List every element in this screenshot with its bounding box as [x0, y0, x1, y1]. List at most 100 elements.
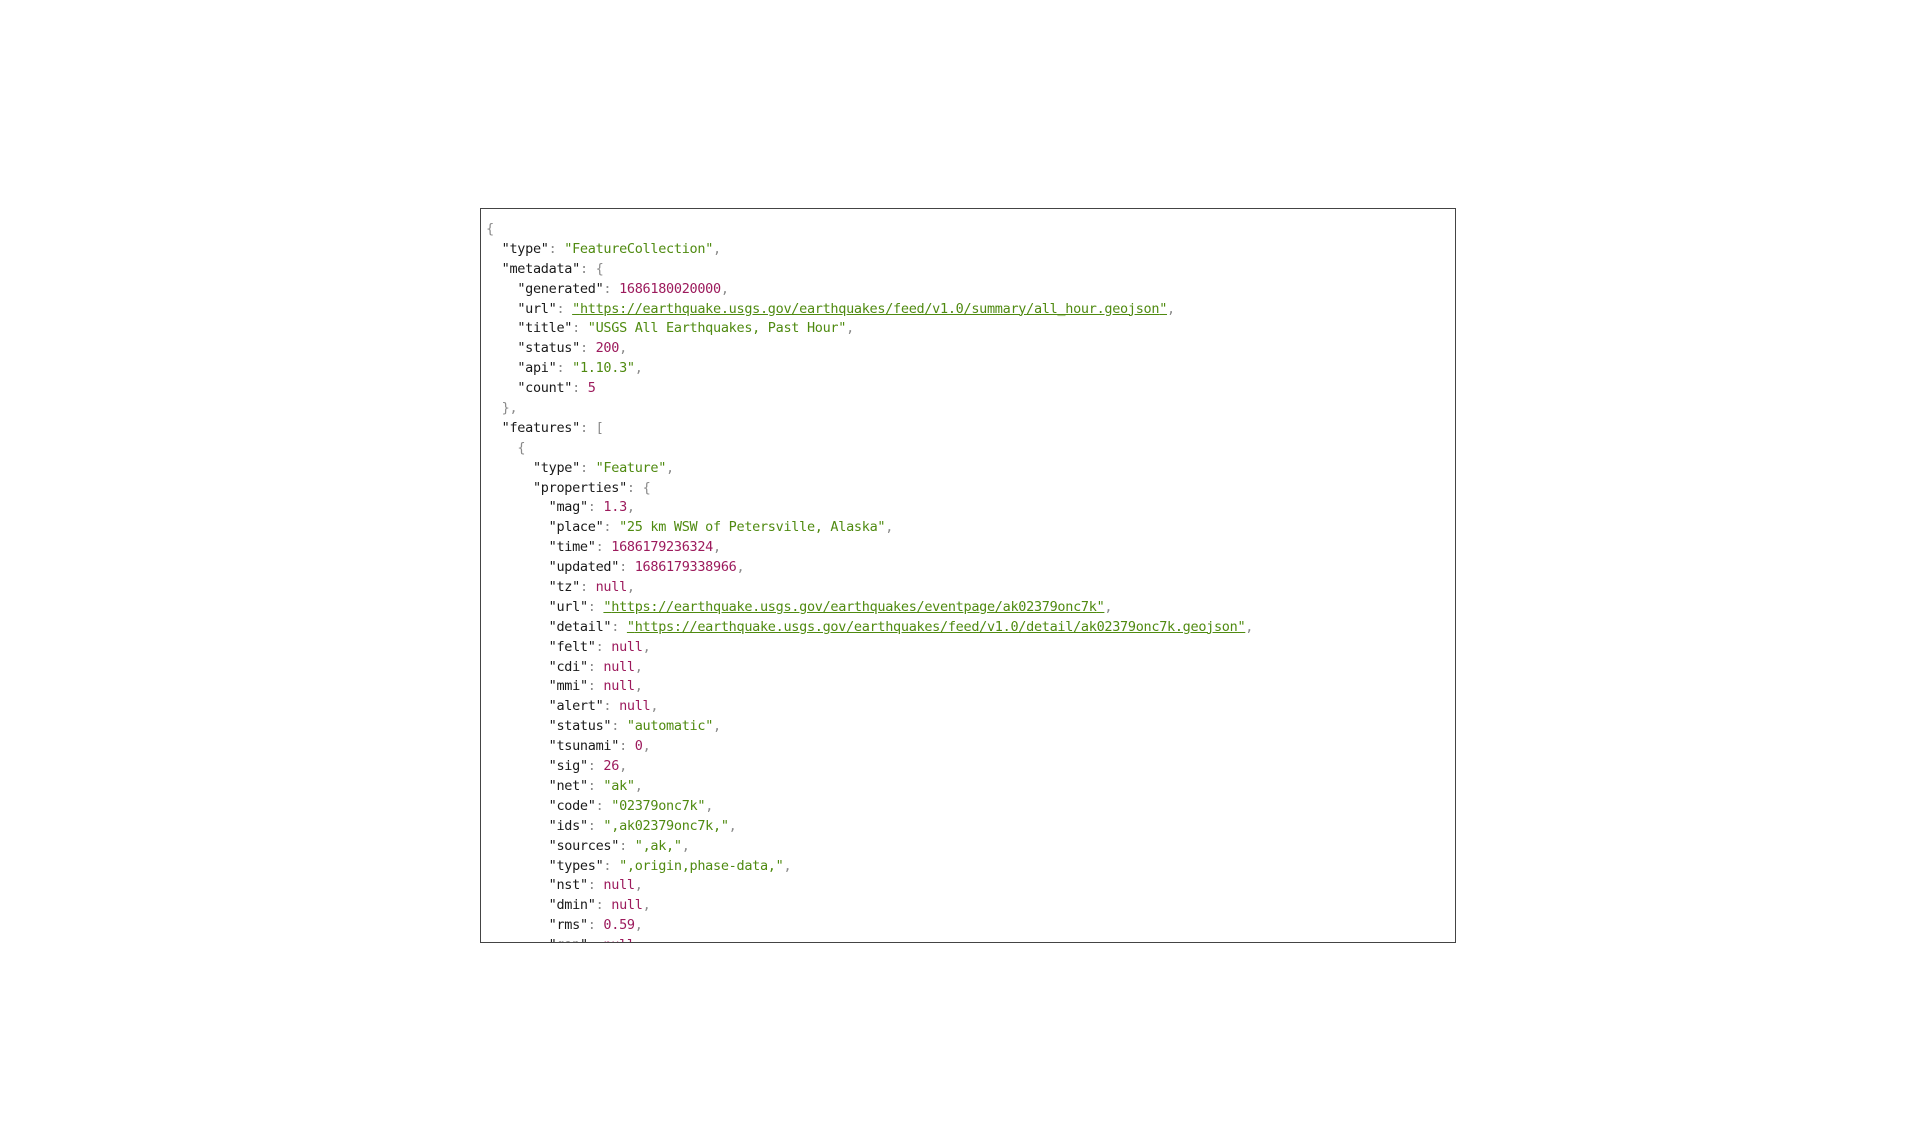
json-url-link[interactable]: https://earthquake.usgs.gov/earthquakes/…	[634, 618, 1238, 635]
json-line: "time": 1686179236324,	[486, 538, 1253, 558]
json-key-quote: "	[517, 340, 526, 357]
json-comma: ,	[885, 519, 894, 536]
json-line: "sig": 26,	[486, 757, 1253, 777]
json-key-quote: "	[579, 777, 588, 794]
json-string-quote: "	[619, 519, 627, 536]
json-key: title	[525, 320, 565, 337]
json-string-quote: "	[1096, 598, 1105, 615]
json-key-quote: "	[501, 419, 510, 436]
json-key-quote: "	[548, 658, 557, 675]
json-key-quote: "	[548, 758, 557, 775]
json-comma: ,	[634, 877, 643, 894]
json-colon: :	[603, 698, 620, 715]
json-string-value: ,ak02379onc7k,	[611, 817, 721, 834]
json-colon: :	[556, 300, 573, 317]
json-comma: ,	[846, 320, 854, 337]
json-colon: :	[587, 678, 604, 695]
json-key-quote: "	[548, 897, 557, 914]
json-comma: ,	[650, 698, 659, 715]
json-string-quote: "	[564, 240, 573, 257]
json-string-quote: "	[572, 300, 580, 317]
json-url-link[interactable]: https://earthquake.usgs.gov/earthquakes/…	[579, 300, 1160, 317]
json-key-quote: "	[611, 559, 620, 576]
json-colon: :	[603, 280, 620, 297]
json-key: sources	[556, 837, 612, 854]
json-comma: ,	[642, 738, 651, 755]
json-key-quote: "	[548, 598, 557, 615]
json-line: "types": ",origin,phase-data,",	[486, 857, 1253, 877]
json-key: count	[525, 380, 565, 397]
json-key-quote: "	[548, 618, 557, 635]
json-key-quote: "	[564, 320, 573, 337]
json-string-quote: "	[587, 320, 596, 337]
json-comma: ,	[634, 917, 643, 934]
json-url-link[interactable]: https://earthquake.usgs.gov/earthquakes/…	[611, 598, 1097, 615]
json-key-quote: "	[548, 559, 557, 576]
json-key-quote: "	[548, 360, 557, 377]
json-close-bracket: }	[501, 400, 510, 417]
json-colon: :	[556, 360, 573, 377]
json-comma: ,	[705, 797, 714, 814]
json-colon: :	[611, 718, 627, 735]
json-comma: ,	[626, 499, 635, 516]
json-comma: ,	[713, 539, 721, 556]
json-string-quote: "	[572, 360, 580, 377]
json-number-value: 5	[587, 380, 596, 397]
json-key-quote: "	[595, 280, 604, 297]
json-key-quote: "	[595, 519, 604, 536]
json-colon: :	[587, 598, 604, 615]
json-key-quote: "	[548, 877, 557, 894]
json-string-quote: "	[658, 459, 667, 476]
json-key-quote: "	[587, 638, 596, 655]
json-key-quote: "	[517, 360, 526, 377]
json-comma: ,	[634, 658, 643, 675]
json-colon: :	[619, 738, 635, 755]
json-line: "status": 200,	[486, 339, 1253, 359]
json-key-quote: "	[548, 519, 557, 536]
json-line: "felt": null,	[486, 638, 1253, 658]
json-string-quote: "	[705, 240, 714, 257]
json-colon: :	[572, 380, 588, 397]
json-key: sig	[556, 758, 580, 775]
json-colon: :	[595, 539, 612, 556]
json-colon: :	[587, 758, 604, 775]
json-line: "tz": null,	[486, 578, 1253, 598]
json-number-value: 1686179338966	[634, 559, 737, 576]
json-string-quote: "	[705, 718, 714, 735]
json-key-quote: "	[579, 658, 588, 675]
json-string-value: Feature	[603, 459, 659, 476]
json-string-quote: "	[626, 618, 635, 635]
json-line: "title": "USGS All Earthquakes, Past Hou…	[486, 319, 1253, 339]
json-string-quote: "	[1159, 300, 1168, 317]
json-key-quote: "	[587, 897, 596, 914]
json-key-quote: "	[619, 479, 627, 496]
json-key: status	[556, 718, 604, 735]
json-comma: ,	[626, 579, 635, 596]
json-string-quote: "	[603, 777, 612, 794]
json-line: "url": "https://earthquake.usgs.gov/eart…	[486, 598, 1253, 618]
json-line: "dmin": null,	[486, 896, 1253, 916]
json-null-value: null	[603, 658, 635, 675]
json-viewer[interactable]: { "type": "FeatureCollection", "metadata…	[480, 208, 1456, 943]
json-comma: ,	[634, 777, 643, 794]
json-key: api	[525, 360, 549, 377]
json-comma: ,	[728, 817, 737, 834]
json-string-quote: "	[603, 598, 612, 615]
json-comma: ,	[1167, 300, 1175, 317]
json-string-value: automatic	[634, 718, 706, 735]
json-null-value: null	[611, 638, 643, 655]
json-key-quote: "	[587, 797, 596, 814]
json-string-value: ,origin,phase-data,	[626, 857, 776, 874]
json-string-quote: "	[720, 817, 729, 834]
json-key-quote: "	[572, 579, 580, 596]
json-key: felt	[556, 638, 588, 655]
json-key-quote: "	[595, 857, 604, 874]
json-key: features	[509, 419, 573, 436]
json-string-value: ak	[611, 777, 627, 794]
json-string-quote: "	[838, 320, 847, 337]
json-key: gap	[556, 937, 580, 942]
json-colon: :	[579, 260, 596, 277]
json-key-quote: "	[532, 459, 541, 476]
json-line: "metadata": {	[486, 260, 1253, 280]
json-comma: ,	[1104, 598, 1113, 615]
